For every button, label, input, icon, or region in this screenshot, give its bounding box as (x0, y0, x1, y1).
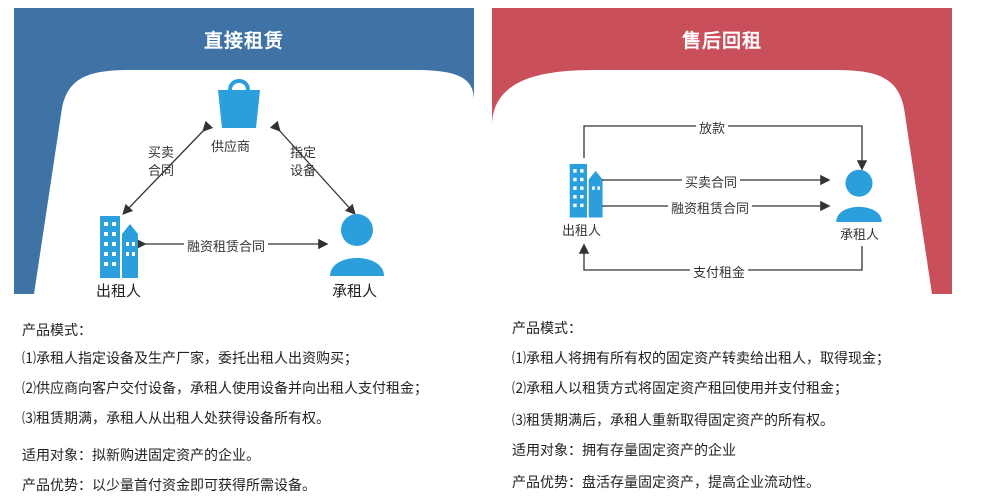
left-model-heading: 产品模式： (22, 323, 92, 339)
person-icon (836, 169, 882, 222)
right-model-item-3: ⑶租赁期满后，承租人重新取得固定资产的所有权。 (512, 413, 834, 429)
left-model-item-2: ⑵供应商向客户交付设备，承租人使用设备并向出租人支付租金； (22, 381, 428, 397)
building-icon (100, 216, 138, 278)
designate-label-1: 指定 (290, 146, 317, 161)
sale-leaseback-panel: 售后回租 出租人 承租人 放款 买卖合同 融资租赁合同 支付租金 (492, 8, 952, 294)
lessee-label: 承租人 (332, 282, 378, 300)
loan-label: 放款 (696, 118, 729, 137)
lessor-label-right: 出租人 (562, 224, 602, 239)
direct-lease-background (14, 8, 474, 294)
person-icon (330, 214, 384, 276)
direct-lease-panel: 直接租赁 供应商 买卖 合同 指定 设备 出租人 融资租赁合同 承租人 (14, 8, 474, 300)
sale-contract-label-2: 合同 (148, 164, 175, 179)
designate-label-2: 设备 (290, 164, 317, 179)
right-model-item-1: ⑴承租人将拥有所有权的固定资产转卖给出租人，取得现金； (512, 351, 890, 367)
supplier-label: 供应商 (211, 140, 251, 155)
left-advantage: 产品优势：以少量首付资金即可获得所需设备。 (22, 478, 316, 494)
right-applicable: 适用对象：拥有存量固定资产的企业 (512, 443, 736, 459)
sale-contract-label-1: 买卖 (148, 146, 175, 161)
sale-contract-label-right: 买卖合同 (682, 172, 741, 191)
direct-lease-title: 直接租赁 (203, 30, 284, 52)
lessee-label-right: 承租人 (840, 228, 880, 243)
right-advantage: 产品优势：盘活存量固定资产，提高企业流动性。 (512, 475, 820, 491)
left-model-item-3: ⑶租赁期满，承租人从出租人处获得设备所有权。 (22, 411, 330, 427)
sale-contract-arrow (122, 120, 214, 215)
right-model-heading: 产品模式： (512, 321, 582, 337)
pay-rent-label: 支付租金 (690, 262, 749, 281)
building-icon (569, 163, 603, 218)
sale-leaseback-title: 售后回租 (681, 30, 762, 52)
lessor-label: 出租人 (96, 282, 142, 300)
left-model-item-1: ⑴承租人指定设备及生产厂家，委托出租人出资购买； (22, 351, 358, 367)
finance-lease-contract-label-right: 融资租赁合同 (668, 198, 753, 217)
shopping-bag-icon (218, 79, 260, 128)
finance-lease-contract-label: 融资租赁合同 (184, 236, 269, 255)
left-applicable: 适用对象：拟新购进固定资产的企业。 (22, 448, 260, 464)
designate-arrow (269, 120, 356, 215)
right-model-item-2: ⑵承租人以租赁方式将固定资产租回使用并支付租金； (512, 381, 848, 397)
